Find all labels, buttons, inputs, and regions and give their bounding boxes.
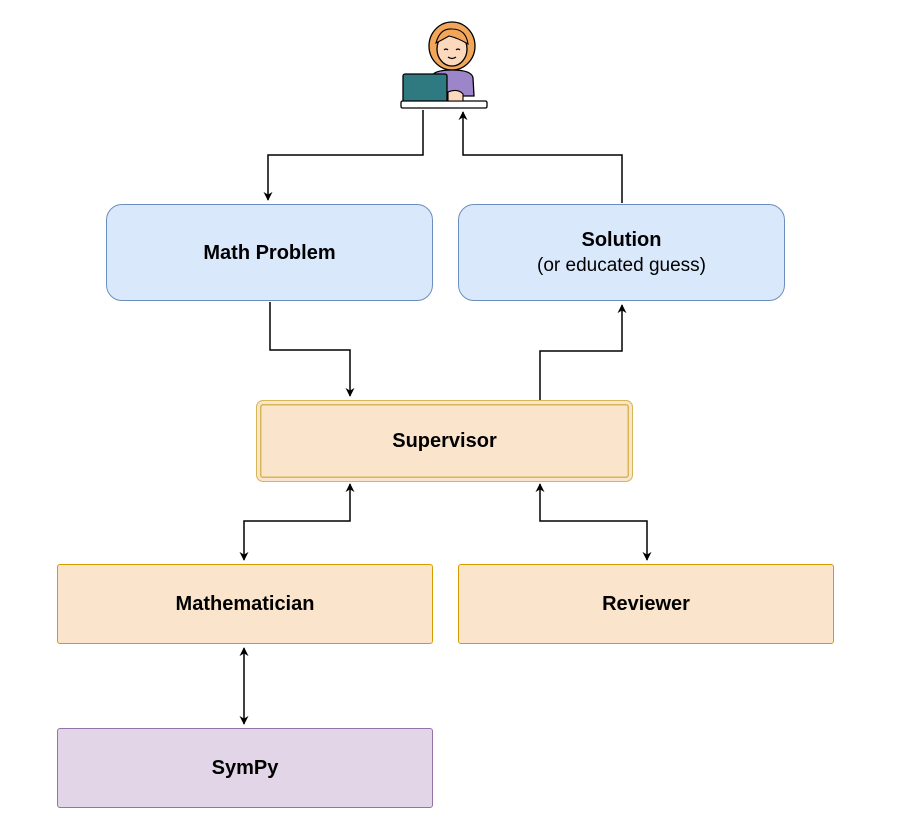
- reviewer-node: Reviewer: [458, 564, 834, 644]
- edge-supervisor-to-solution: [539, 304, 627, 400]
- sympy-label: SymPy: [211, 757, 279, 779]
- mathematician-node: Mathematician: [57, 564, 433, 644]
- supervisor-label: Supervisor: [392, 430, 497, 452]
- edge-supervisor-reviewer: [535, 483, 652, 561]
- math-problem-node: Math Problem: [106, 204, 433, 301]
- edge-solution-to-user: [458, 111, 623, 203]
- mathematician-label: Mathematician: [175, 593, 315, 615]
- solution-node: Solution (or educated guess): [458, 204, 785, 301]
- supervisor-node: Supervisor: [256, 400, 633, 482]
- solution-subtitle: (or educated guess): [537, 254, 706, 276]
- sympy-node: SymPy: [57, 728, 433, 808]
- person-at-laptop-icon: [400, 21, 488, 109]
- edge-user-to-math-problem: [263, 110, 424, 201]
- solution-label: Solution: [581, 228, 662, 251]
- edge-supervisor-mathematician: [239, 483, 355, 561]
- math-problem-label: Math Problem: [203, 241, 336, 264]
- edge-math-problem-to-supervisor: [269, 302, 355, 397]
- reviewer-label: Reviewer: [602, 593, 690, 615]
